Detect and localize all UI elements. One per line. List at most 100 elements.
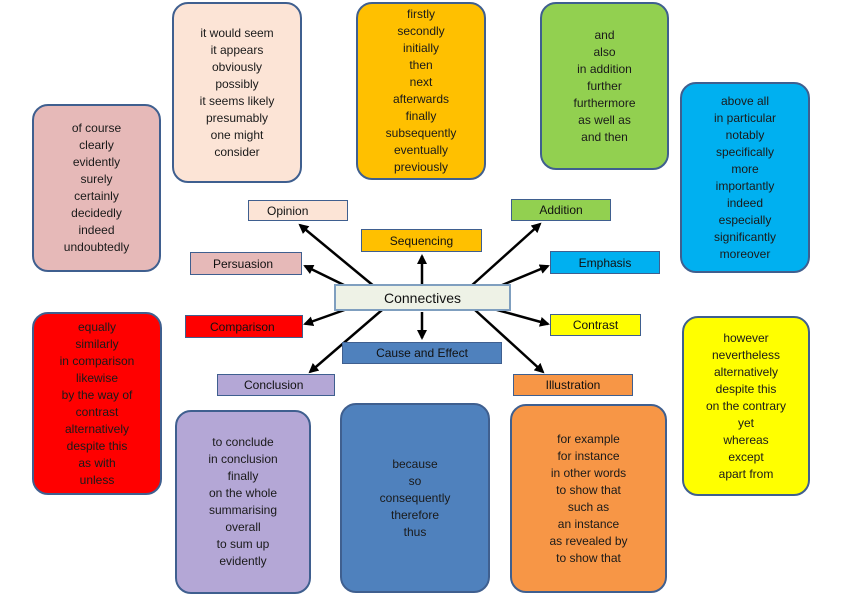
- sequencing-words-box: firstly secondly initially then next afterwar…: [356, 2, 486, 180]
- word-item: for example: [557, 431, 620, 446]
- word-item: further: [587, 78, 622, 93]
- word-item: likewise: [75, 370, 118, 385]
- word-item: consequently: [379, 490, 451, 505]
- word-item: summarising: [208, 503, 277, 517]
- word-item: despite this: [715, 381, 777, 396]
- word-item: certainly: [74, 189, 119, 203]
- word-item: nevertheless: [711, 347, 781, 362]
- word-item: to show that: [556, 550, 621, 565]
- word-item: overall: [225, 520, 261, 534]
- label-sequencing: Sequencing: [361, 229, 482, 252]
- word-item: by the way of: [61, 387, 133, 402]
- word-item: furthermore: [573, 95, 636, 110]
- word-item: on the whole: [208, 486, 278, 500]
- word-item: indeed: [726, 195, 764, 210]
- word-item: and: [594, 27, 615, 42]
- word-item: notably: [725, 127, 765, 142]
- word-item: possibly: [215, 76, 259, 91]
- word-item: previously: [393, 160, 449, 174]
- word-item: afterwards: [392, 92, 450, 106]
- word-item: especially: [718, 212, 772, 227]
- word-item: it appears: [210, 42, 264, 57]
- label-emphasis: Emphasis: [550, 251, 660, 274]
- word-item: importantly: [715, 178, 775, 193]
- word-item: of course: [71, 121, 122, 135]
- word-item: contrast: [75, 404, 119, 419]
- word-item: more: [731, 161, 759, 176]
- word-item: significantly: [713, 229, 777, 244]
- word-item: thus: [403, 524, 427, 539]
- word-item: except: [728, 449, 764, 464]
- word-item: whereas: [723, 432, 769, 447]
- word-item: as revealed by: [549, 533, 628, 548]
- label-contrast: Contrast: [550, 314, 641, 336]
- arrow-conclusion: [308, 309, 383, 374]
- word-item: indeed: [78, 223, 115, 237]
- arrow-opinion: [298, 223, 376, 288]
- word-item: then: [409, 58, 433, 72]
- word-item: next: [409, 75, 433, 89]
- word-item: it would seem: [200, 25, 274, 40]
- label-cause-and-effect: Cause and Effect: [342, 342, 502, 364]
- word-item: such as: [567, 499, 610, 514]
- label-illustration: Illustration: [513, 374, 633, 396]
- word-item: clearly: [79, 138, 114, 152]
- word-item: finally: [227, 469, 259, 483]
- word-item: an instance: [557, 516, 620, 531]
- word-item: similarly: [75, 336, 119, 351]
- word-item: in particular: [713, 110, 777, 125]
- comparison-words-box: equally similarly in comparison likewise by …: [32, 312, 162, 495]
- word-item: undoubtedly: [63, 240, 130, 254]
- word-item: also: [593, 44, 616, 59]
- addition-words-box: and also in addition further furthermore as w…: [540, 2, 669, 170]
- word-item: initially: [402, 41, 439, 55]
- word-item: evidently: [219, 554, 267, 568]
- word-item: on the contrary: [705, 398, 787, 413]
- word-item: finally: [405, 109, 437, 123]
- word-item: as with: [78, 455, 116, 470]
- cause-effect-words-box: because so consequently therefore thus: [340, 403, 490, 593]
- arrow-addition: [469, 222, 542, 288]
- word-item: to conclude: [212, 435, 274, 449]
- word-item: apart from: [718, 466, 774, 481]
- label-comparison: Comparison: [185, 315, 303, 338]
- word-item: unless: [79, 472, 115, 487]
- word-item: so: [408, 473, 422, 488]
- word-item: because: [392, 456, 438, 471]
- word-item: it seems likely: [199, 93, 275, 108]
- word-item: however: [723, 330, 769, 345]
- word-item: to show that: [556, 482, 621, 497]
- word-item: yet: [737, 415, 754, 430]
- word-item: surely: [80, 172, 113, 186]
- word-item: consider: [214, 144, 260, 159]
- word-item: in addition: [577, 61, 632, 76]
- opinion-words-box: it would seem it appears obviously possibly…: [172, 2, 302, 183]
- word-item: subsequently: [385, 126, 457, 140]
- word-item: therefore: [390, 507, 440, 522]
- word-item: in comparison: [59, 353, 135, 368]
- word-item: decidedly: [71, 206, 122, 220]
- word-item: obviously: [211, 59, 263, 74]
- word-item: alternatively: [64, 421, 130, 436]
- word-item: equally: [77, 319, 117, 334]
- contrast-words-box: however nevertheless alternatively despite …: [682, 316, 810, 496]
- label-conclusion: Conclusion: [217, 374, 335, 396]
- word-item: moreover: [719, 246, 771, 261]
- word-item: as well as: [578, 112, 631, 127]
- word-item: alternatively: [713, 364, 779, 379]
- word-item: above all: [720, 93, 770, 108]
- word-item: in conclusion: [208, 452, 278, 466]
- word-item: eventually: [393, 143, 449, 157]
- word-item: presumably: [205, 110, 269, 125]
- word-item: firstly: [407, 7, 435, 21]
- word-item: secondly: [397, 24, 445, 38]
- illustration-words-box: for example for instance in other words to …: [510, 404, 667, 593]
- center-node-connectives: Connectives: [334, 284, 511, 311]
- word-item: one might: [210, 127, 264, 142]
- word-item: in other words: [550, 465, 627, 480]
- word-item: despite this: [66, 438, 128, 453]
- word-item: to sum up: [216, 537, 270, 551]
- word-item: for instance: [557, 448, 620, 463]
